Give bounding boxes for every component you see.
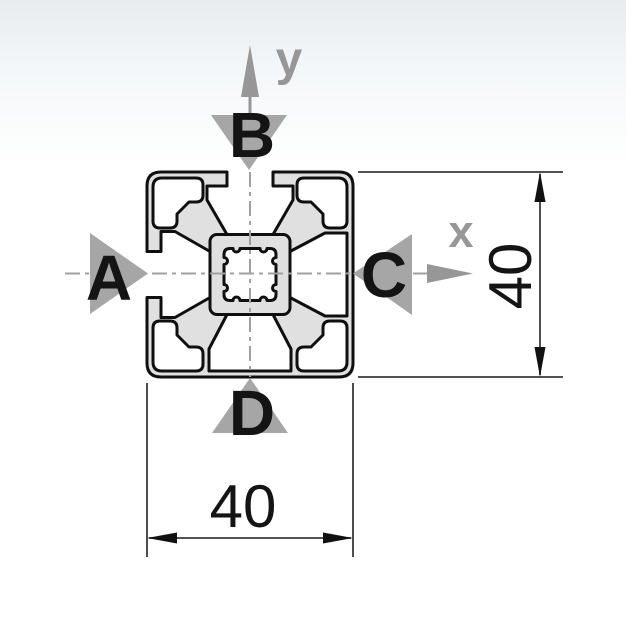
triangle-left-icon bbox=[353, 234, 412, 315]
dimension-width-bottom: 40 bbox=[146, 383, 354, 557]
face-label-d: D bbox=[229, 377, 275, 449]
dimension-arrow-left-icon bbox=[147, 532, 177, 544]
face-marker-d: D bbox=[212, 377, 288, 449]
dimension-arrow-right-icon bbox=[323, 532, 353, 544]
y-axis: y bbox=[241, 33, 303, 118]
dimension-width-value: 40 bbox=[210, 473, 277, 540]
right-arrow-icon bbox=[427, 264, 473, 283]
face-label-b: B bbox=[229, 99, 275, 171]
face-marker-c: C bbox=[353, 234, 412, 315]
dimension-height-right: 40 bbox=[358, 171, 563, 378]
x-axis-label: x bbox=[448, 206, 473, 257]
face-label-c: C bbox=[361, 239, 407, 311]
face-label-a: A bbox=[86, 242, 132, 314]
x-axis: x bbox=[427, 206, 474, 283]
face-marker-a: A bbox=[86, 233, 148, 314]
dimension-arrow-down-icon bbox=[534, 347, 546, 377]
y-axis-label: y bbox=[276, 33, 303, 86]
triangle-right-icon bbox=[90, 233, 148, 314]
dimension-arrow-up-icon bbox=[534, 172, 546, 202]
face-marker-b: B bbox=[211, 99, 287, 171]
corner-cavity bbox=[151, 176, 205, 230]
up-arrow-icon bbox=[241, 45, 259, 97]
dimension-height-value: 40 bbox=[477, 243, 544, 310]
triangle-down-icon bbox=[211, 115, 287, 170]
triangle-up-icon bbox=[212, 378, 288, 433]
